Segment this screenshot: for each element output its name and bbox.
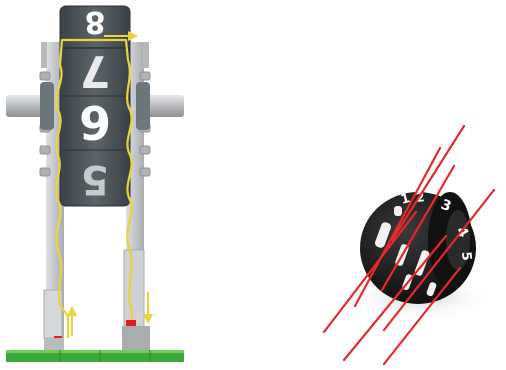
green-base-highlight [6,350,184,353]
axle-hub-right [136,82,150,130]
drum-digit-top: 8 [85,4,106,39]
number-wheel-illustration: 1 2 3 4 5 [324,126,500,364]
wheel-digit-5: 5 [458,251,474,261]
left-foot-block [44,338,64,350]
odometer-mechanism: 8 7 6 5 [6,4,184,362]
right-foot-block [122,326,150,350]
contact-point-right [126,320,136,326]
drum-digit-lower: 5 [81,156,109,202]
drum-digit-middle: 6 [79,95,111,149]
axle-hub-left [40,82,54,130]
drum-digit-upper: 7 [80,45,111,96]
